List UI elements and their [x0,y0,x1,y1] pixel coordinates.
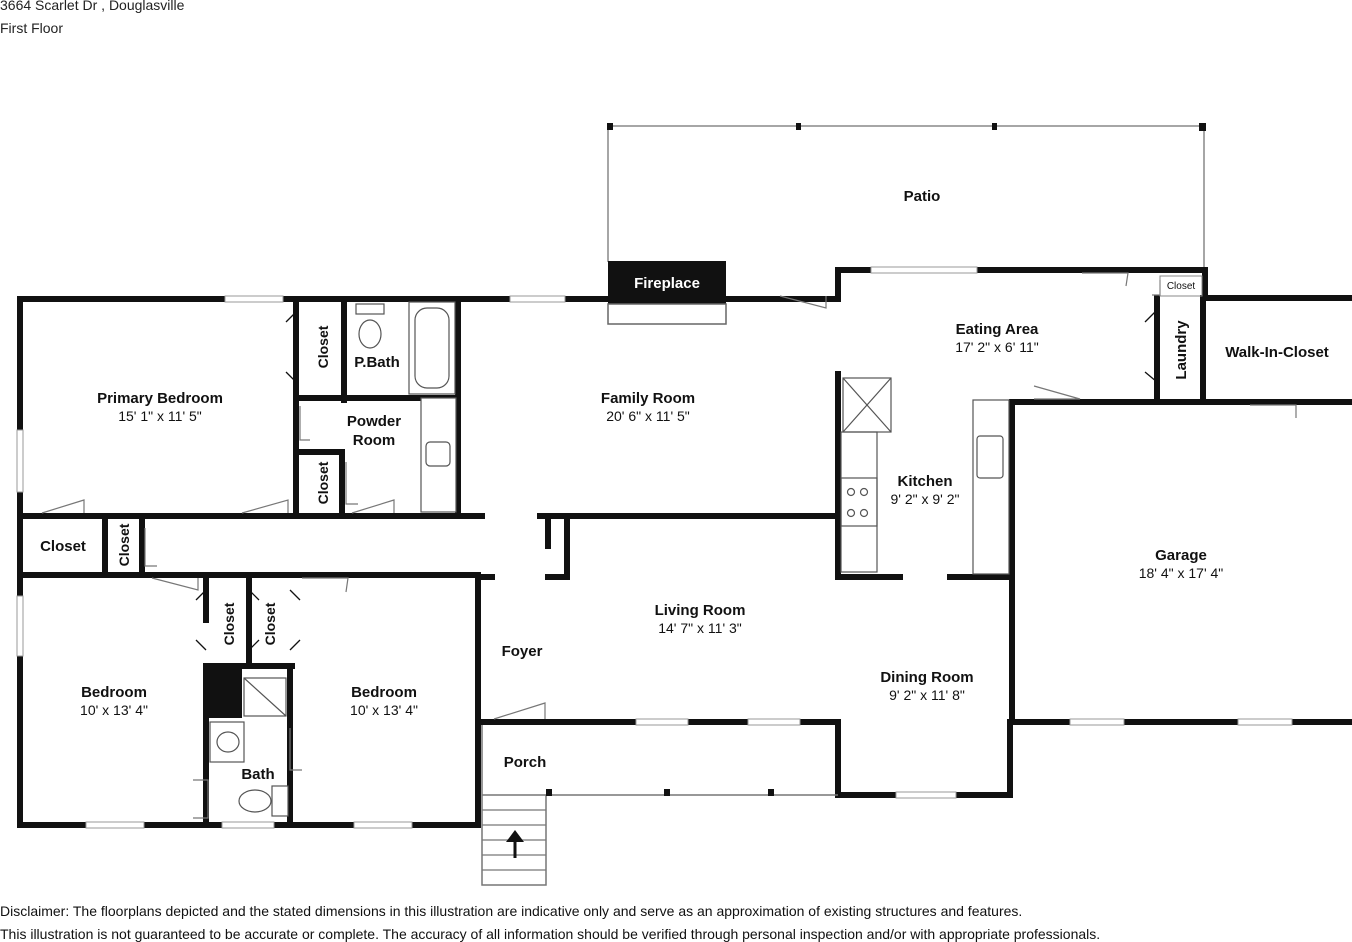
bedroom-left-label: Bedroom [81,684,147,701]
pbath-label: P.Bath [354,354,400,371]
bath-wall-block [208,668,242,718]
dining-room-dims: 9' 2" x 11' 8" [889,687,965,703]
dining-room-label: Dining Room [880,669,973,686]
address-header: 3664 Scarlet Dr , Douglasville [0,0,185,13]
laundry-label: Laundry [1173,320,1190,380]
bath-label: Bath [241,766,274,783]
windows [16,266,1293,829]
living-room-dims: 14' 7" x 11' 3" [658,620,742,636]
stove-icon [840,431,878,573]
walk-in-closet-label: Walk-In-Closet [1225,344,1329,361]
eating-area-dims: 17' 2" x 6' 11" [955,339,1039,355]
primary-bedroom-label: Primary Bedroom [97,390,223,407]
fireplace-label: Fireplace [634,275,700,292]
powder-closet-label: Closet [315,461,331,504]
powder-room-label-1: Powder [347,413,401,430]
primary-bedroom-dims: 15' 1" x 11' 5" [118,408,202,424]
bath-sink-icon [209,721,245,763]
fridge-icon [842,377,892,433]
family-room-dims: 20' 6" x 11' 5" [606,408,690,424]
eating-area-label: Eating Area [956,321,1039,338]
hearth [607,303,727,325]
hall-closet2-label: Closet [116,523,132,566]
kitchen-dims: 9' 2" x 9' 2" [891,491,960,507]
bath-toilet-icon [238,785,289,817]
living-room-label: Living Room [655,602,746,619]
disclaimer-line-2: This illustration is not guaranteed to b… [0,926,1101,942]
patio-posts [607,123,1206,131]
bedroom-left-dims: 10' x 13' 4" [80,702,148,718]
toilet-icon [355,303,385,349]
bedroom-right-label: Bedroom [351,684,417,701]
powder-room-label-2: Room [353,432,396,449]
closet-doors [195,309,1158,651]
kitchen-sink-icon [972,399,1010,575]
foyer-label: Foyer [502,643,543,660]
entry-arrow-icon [506,830,524,858]
fireplace-block [608,261,726,304]
bed-closet-left-label: Closet [221,602,237,645]
garage-dims: 18' 4" x 17' 4" [1139,565,1224,581]
hall-closet-label: Closet [40,538,86,555]
garage-label: Garage [1155,547,1207,564]
disclaimer-line-1: Disclaimer: The floorplans depicted and … [0,903,1023,919]
shower-icon [243,677,287,717]
closet-small-label: Closet [1167,281,1196,292]
porch-label: Porch [504,754,547,771]
primary-closet-label: Closet [315,325,331,368]
tub-icon [408,301,456,395]
floor-label: First Floor [0,20,63,36]
family-room-label: Family Room [601,390,695,407]
porch-outline [481,725,838,886]
bed-closet-right-label: Closet [262,602,278,645]
porch-posts [546,789,774,796]
patio-label: Patio [904,188,941,205]
bedroom-right-dims: 10' x 13' 4" [350,702,418,718]
kitchen-label: Kitchen [897,473,952,490]
sink-icon [420,397,457,513]
